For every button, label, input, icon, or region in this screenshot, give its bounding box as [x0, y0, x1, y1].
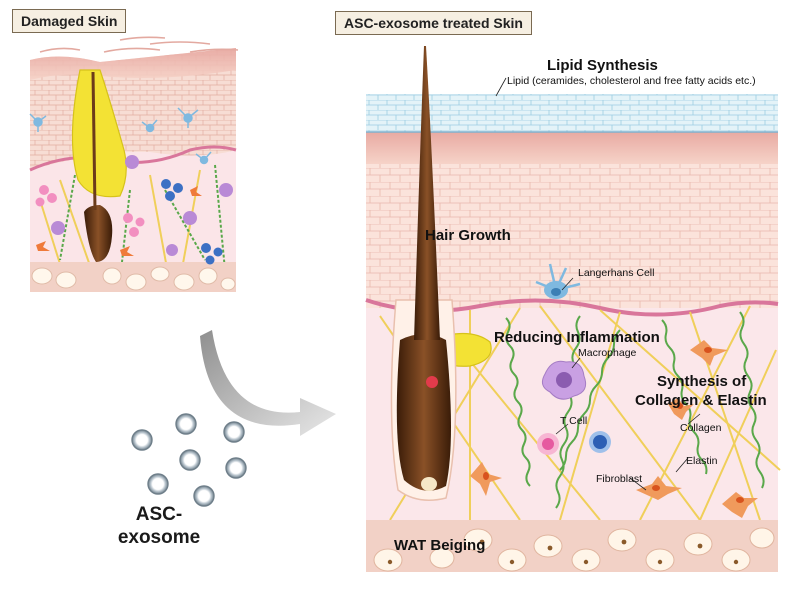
damaged-hair-bulb [84, 205, 113, 262]
exosome-particle [147, 473, 169, 495]
macrophage-cell [541, 360, 587, 400]
exosome-particle [193, 485, 215, 507]
beige-fat-cells [373, 527, 775, 572]
peeling-flakes [39, 36, 239, 53]
damaged-sebaceous-gland [71, 69, 127, 198]
macrophage-label: Macrophage [578, 347, 637, 359]
lipid-detail-label: Lipid (ceramides, cholesterol and free f… [507, 75, 756, 87]
exosome-cluster [131, 413, 247, 507]
wat-beiging-label: WAT Beiging [394, 537, 485, 554]
langerhans-cell [535, 263, 581, 299]
synthesis-label-line2: Collagen & Elastin [635, 392, 767, 409]
exosome-particle [223, 421, 245, 443]
reducing-inflammation-label: Reducing Inflammation [494, 329, 660, 346]
damaged-skin-panel [29, 36, 239, 292]
stratum-corneum [366, 130, 778, 164]
transition-arrow [200, 330, 336, 436]
damaged-skin-title: Damaged Skin [12, 9, 127, 33]
exosome-label-line1: ASC- [135, 504, 183, 525]
exosome-particle [175, 413, 197, 435]
leader-lines [495, 77, 701, 491]
langerhans-label: Langerhans Cell [578, 267, 654, 279]
dermal-papilla [421, 477, 437, 491]
fibroblast-label: Fibroblast [596, 473, 642, 485]
t-cell [537, 433, 559, 455]
hair-shaft [414, 46, 440, 340]
collagen-label: Collagen [680, 422, 722, 434]
bulge-stem-cell [426, 376, 438, 388]
synthesis-label-line1: Synthesis of [657, 373, 747, 390]
damaged-hair-shaft [91, 71, 97, 211]
exosome-label-line2: exosome [117, 527, 201, 548]
elastin-label: Elastin [686, 455, 718, 467]
b-cell [589, 431, 611, 453]
fibroblast-nuclei [483, 347, 744, 503]
lipid-synthesis-label: Lipid Synthesis [547, 57, 658, 74]
treated-skin-title: ASC-exosome treated Skin [335, 11, 532, 35]
t-cell-label: T Cell [560, 415, 587, 427]
fat-droplets [387, 539, 739, 565]
hair-bulb [396, 334, 451, 491]
exosome-particle [225, 457, 247, 479]
treated-skin-panel: Lipid Synthesis Lipid (ceramides, choles… [365, 46, 781, 572]
damaged-immune-cells [35, 155, 233, 265]
exosome-particle [131, 429, 153, 451]
lipid-layer [366, 94, 778, 132]
hair-growth-label: Hair Growth [425, 227, 511, 244]
damaged-basement-membrane [29, 145, 237, 172]
exosome-label: ASC- exosome [104, 503, 214, 549]
damaged-langerhans-cells [29, 107, 212, 165]
damaged-fat-cells [31, 266, 236, 291]
exosome-particle [179, 449, 201, 471]
